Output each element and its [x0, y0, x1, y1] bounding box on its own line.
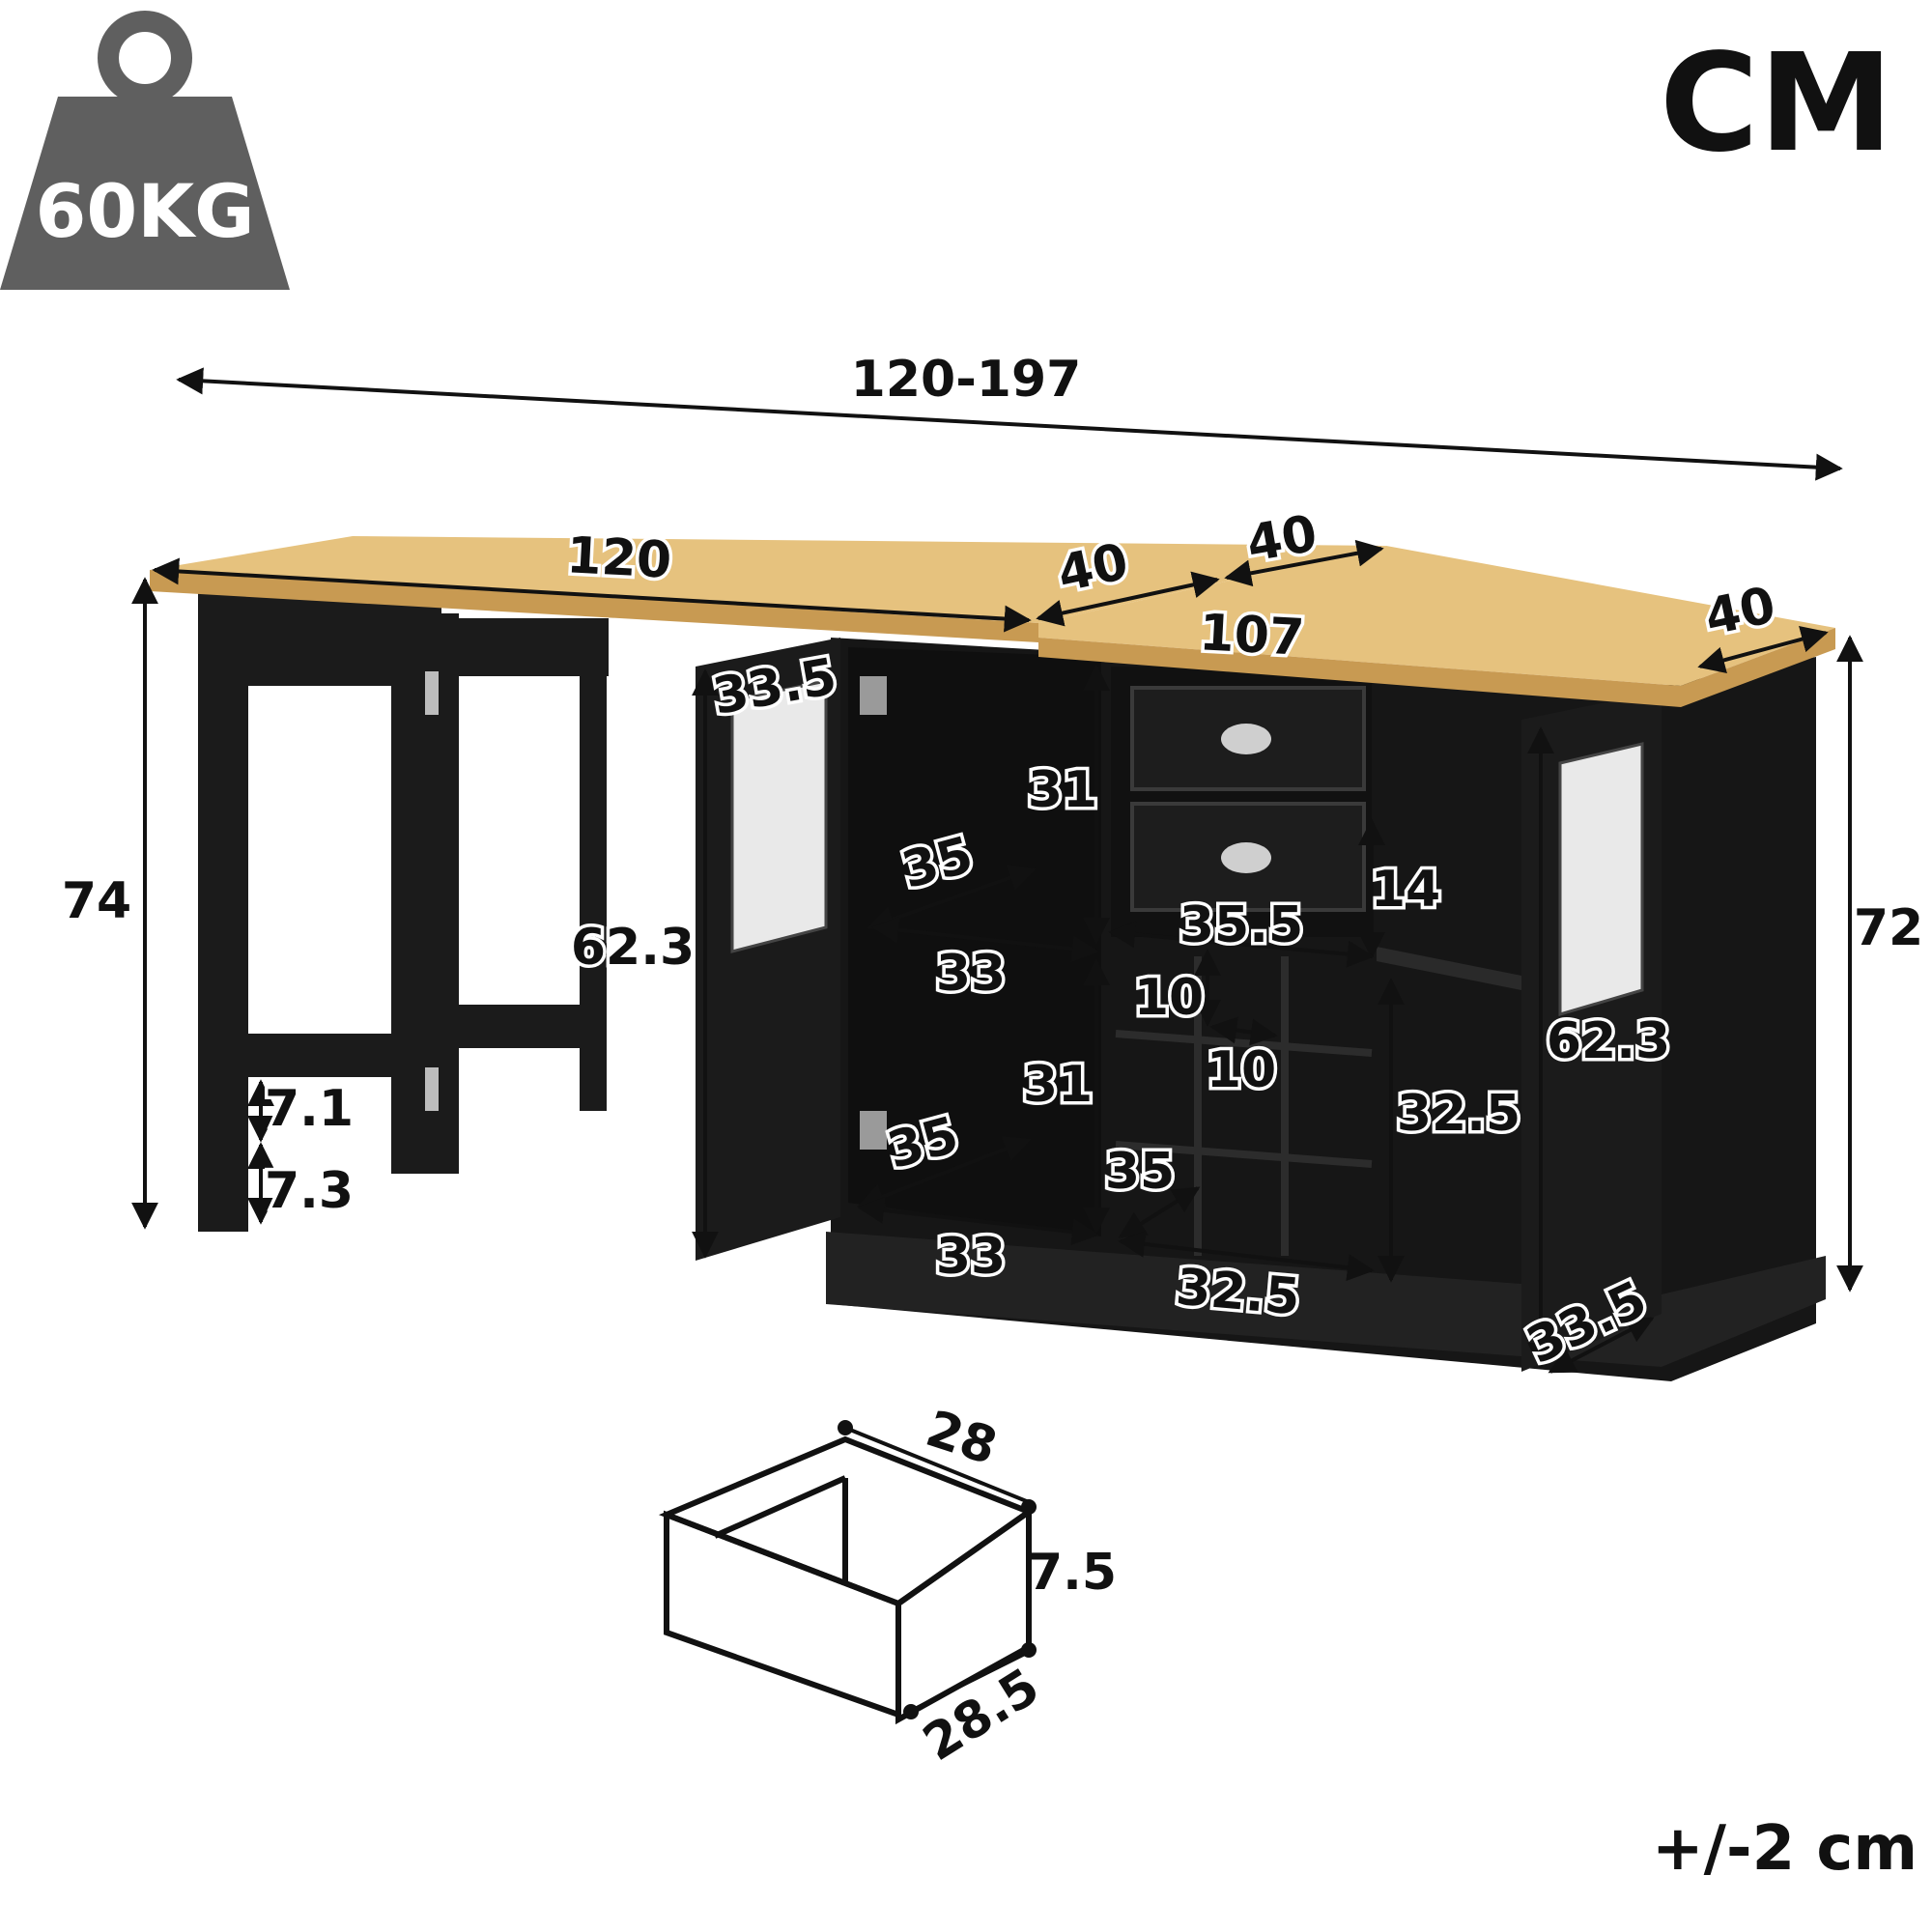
unit-label: CM	[1660, 25, 1893, 183]
weight-label: 60KG	[35, 168, 254, 254]
wine-cell-width-label: 10	[1207, 1041, 1276, 1099]
upper-shelf-height-label: 31	[1028, 761, 1097, 819]
total-length-label: 120-197	[851, 351, 1082, 409]
left-door-height-label: 62.3	[571, 919, 695, 977]
cabinet-length-label: 107	[1198, 604, 1306, 668]
drawer-width-label: 35.5	[1179, 896, 1303, 954]
wine-cell-height-label: 10	[1134, 969, 1204, 1027]
left-cabinet-door	[696, 638, 887, 1261]
drawer-box-height-label: 7.5	[1028, 1544, 1117, 1602]
right-door-height-label: 62.3	[1547, 1012, 1670, 1070]
table-height-label: 74	[62, 872, 131, 930]
table-gap-upper-label: 7.1	[265, 1080, 354, 1138]
lower-shelf-width-label: 33	[936, 1228, 1006, 1286]
furniture-illustration	[150, 536, 1835, 1381]
lower-shelf-height-label: 31	[1023, 1056, 1093, 1114]
tolerance-label: +/-2 cm	[1652, 1813, 1918, 1885]
drawer-height-label: 14	[1371, 861, 1440, 919]
dimension-arrows	[131, 367, 1863, 1719]
table-gap-lower-label: 7.3	[265, 1162, 354, 1220]
extension-depth-label: 40	[1242, 504, 1321, 574]
wine-rack-depth-label: 35	[1105, 1143, 1175, 1201]
weight-icon: 60KG	[0, 11, 290, 290]
upper-shelf-width-label: 33	[936, 945, 1006, 1003]
right-cabinet-door	[1377, 691, 1662, 1372]
table-length-label: 120	[565, 526, 673, 590]
wine-rack-width-label: 32.5	[1174, 1259, 1302, 1327]
cabinet-height-label: 72	[1854, 899, 1923, 957]
drawer-box-width-label: 28	[920, 1400, 1004, 1476]
open-shelf-height-label: 32.5	[1397, 1085, 1520, 1143]
